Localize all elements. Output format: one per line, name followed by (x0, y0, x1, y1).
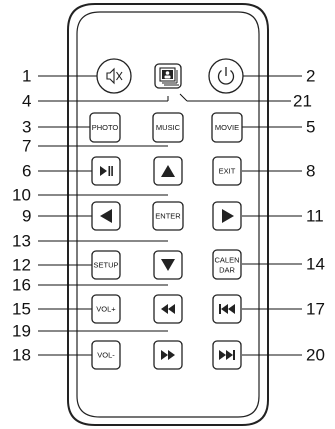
callout-6: 6 (22, 162, 31, 181)
rewind-button[interactable] (153, 294, 183, 324)
calendar-label-line1: CALEN (214, 256, 239, 265)
exit-button[interactable]: EXIT (212, 156, 242, 186)
mute-icon (106, 67, 123, 85)
callout-2: 2 (306, 67, 315, 86)
callout-21: 21 (293, 92, 312, 111)
vol-down-label: VOL- (97, 351, 115, 360)
vol-down-button[interactable]: VOL- (91, 340, 121, 370)
play-pause-icon (100, 166, 113, 176)
music-label: MUSIC (156, 123, 181, 132)
display-mode-button[interactable] (154, 63, 182, 89)
callout-9: 9 (22, 207, 31, 226)
photo-label: PHOTO (92, 123, 119, 132)
callout-19: 19 (12, 322, 31, 341)
callout-7: 7 (22, 137, 31, 156)
callout-lines (38, 75, 302, 356)
rewind-icon (161, 304, 175, 314)
callout-3: 3 (22, 118, 31, 137)
next-track-button[interactable] (212, 340, 242, 370)
fast-forward-icon (161, 350, 175, 360)
vol-up-button[interactable]: VOL+ (91, 294, 121, 324)
music-button[interactable]: MUSIC (152, 112, 184, 143)
callout-13: 13 (12, 232, 31, 251)
remote-body (67, 3, 269, 426)
callout-4: 4 (22, 92, 31, 111)
power-button[interactable] (208, 58, 244, 94)
callout-17: 17 (306, 300, 325, 319)
power-icon (217, 67, 235, 85)
callout-15: 15 (12, 300, 31, 319)
callout-8: 8 (306, 162, 315, 181)
right-arrow-icon (222, 209, 234, 223)
next-track-icon (219, 350, 235, 360)
exit-label: EXIT (219, 167, 236, 176)
callout-12: 12 (12, 256, 31, 275)
photo-button[interactable]: PHOTO (89, 112, 121, 143)
callout-11: 11 (306, 207, 324, 226)
previous-track-button[interactable] (212, 294, 242, 324)
display-mode-icon (159, 67, 179, 86)
movie-button[interactable]: MOVIE (211, 112, 243, 143)
callout-10: 10 (12, 186, 31, 205)
callout-line-21b (179, 93, 188, 102)
calendar-label-line2: DAR (219, 266, 235, 275)
play-pause-button[interactable] (91, 156, 121, 186)
callout-numbers: 1 2 4 21 3 5 7 6 8 10 9 11 13 12 14 16 1… (12, 67, 325, 365)
left-arrow-icon (100, 209, 112, 223)
right-button[interactable] (212, 201, 242, 231)
setup-button[interactable]: SETUP (91, 250, 121, 280)
mute-button[interactable] (96, 58, 132, 94)
enter-button[interactable]: ENTER (152, 201, 184, 231)
up-button[interactable] (153, 156, 183, 186)
fast-forward-button[interactable] (153, 340, 183, 370)
callout-14: 14 (306, 255, 325, 274)
previous-track-icon (219, 304, 235, 314)
vol-up-label: VOL+ (96, 305, 116, 314)
callout-18: 18 (12, 346, 31, 365)
callout-5: 5 (306, 118, 315, 137)
down-button[interactable] (153, 250, 183, 280)
down-arrow-icon (161, 259, 175, 271)
left-button[interactable] (91, 201, 121, 231)
setup-label: SETUP (93, 261, 118, 270)
callout-16: 16 (12, 276, 31, 295)
calendar-button[interactable]: CALEN DAR (212, 249, 242, 280)
callout-1: 1 (22, 67, 31, 86)
movie-label: MOVIE (215, 123, 239, 132)
enter-label: ENTER (155, 212, 181, 221)
callout-20: 20 (306, 346, 325, 365)
up-arrow-icon (161, 165, 175, 177)
